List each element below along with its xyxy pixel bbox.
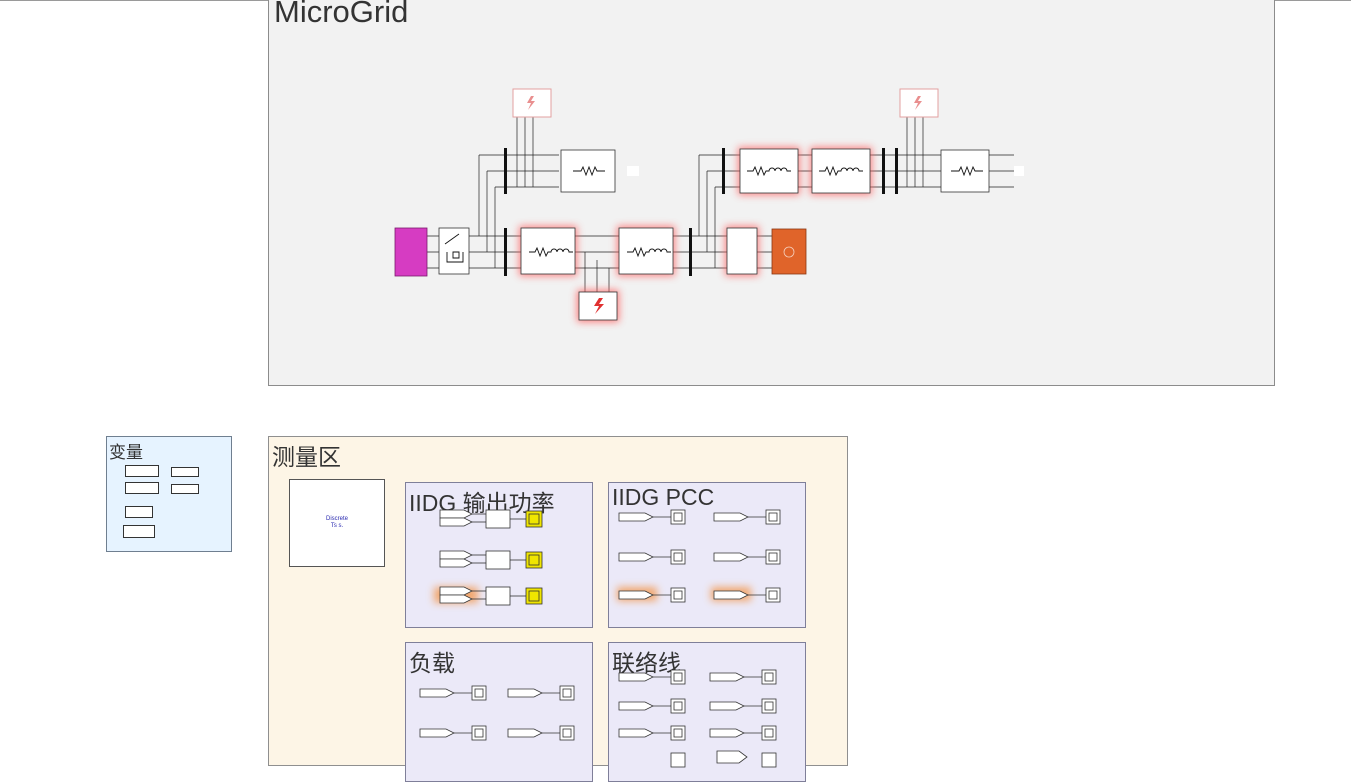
constant-block[interactable] bbox=[171, 484, 199, 494]
subsystem-iidg-output-power[interactable]: IIDG 输出功率 bbox=[405, 482, 593, 628]
measurement-area[interactable]: 测量区 Discrete Ts s. IIDG 输出功率 bbox=[268, 436, 848, 782]
iidg-output-power-diagram bbox=[434, 509, 543, 606]
powergui-line2: Ts s. bbox=[330, 523, 344, 529]
subsystem-iidg-pcc[interactable]: IIDG PCC bbox=[608, 482, 806, 628]
microgrid-area[interactable]: MicroGrid bbox=[268, 0, 1275, 386]
subsystem-title: IIDG PCC bbox=[612, 484, 715, 510]
iidg-pcc-diagram bbox=[617, 509, 781, 603]
tie-line-diagram bbox=[618, 669, 777, 768]
subsystem-load[interactable]: 负载 bbox=[405, 642, 593, 782]
constant-block[interactable] bbox=[125, 482, 159, 494]
subsystem-title: 联络线 bbox=[612, 650, 681, 676]
constant-block[interactable] bbox=[171, 467, 199, 477]
subsystem-tie-line[interactable]: 联络线 bbox=[608, 642, 806, 782]
measurement-area-title: 测量区 bbox=[272, 444, 341, 470]
constant-block[interactable] bbox=[125, 465, 159, 477]
powergui-block[interactable]: Discrete Ts s. bbox=[289, 479, 385, 567]
powergui-line1: Discrete bbox=[325, 516, 348, 522]
subsystem-title: 负载 bbox=[409, 650, 455, 676]
variables-area-title: 变量 bbox=[109, 443, 143, 462]
microgrid-area-title: MicroGrid bbox=[274, 0, 409, 29]
microgrid-diagram bbox=[394, 88, 1024, 322]
constant-block[interactable] bbox=[123, 525, 155, 538]
load-diagram bbox=[419, 685, 575, 741]
variables-area[interactable]: 变量 bbox=[106, 436, 232, 552]
constant-block[interactable] bbox=[125, 506, 153, 518]
